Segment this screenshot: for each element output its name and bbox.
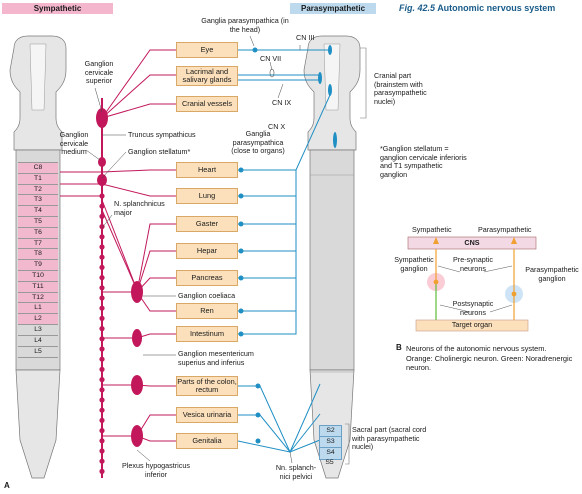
trunk-ganglion [99, 377, 105, 383]
trunk-ganglion [99, 264, 105, 270]
trunk-ganglion [99, 336, 105, 342]
label-stellatum-note: *Ganglion stellatum = ganglion cervicale… [380, 144, 467, 179]
organ-cranial-vessels: Cranial vessels [176, 96, 238, 112]
trunk-ganglion [99, 407, 105, 413]
label-ganglia-organs: Ganglia parasympathica (close to organs) [231, 129, 285, 156]
panel-b-schematic [407, 236, 537, 332]
parasympathetic-fibers [237, 49, 331, 454]
trunk-ganglion [99, 295, 105, 301]
label-cn3: CN III [296, 33, 315, 42]
trunk-ganglion [99, 315, 105, 321]
trunk-ganglion [99, 356, 105, 362]
trunk-ganglion [99, 326, 105, 332]
prevertebral-ganglia [131, 281, 143, 447]
sacral-S5: S5 [325, 459, 334, 466]
trunk-ganglion [99, 458, 105, 464]
parasympathetic-header: Parasympathetic [290, 3, 376, 14]
label-truncus-sympathicus: Truncus sympathicus [128, 130, 196, 139]
label-ganglion-coeliaca: Ganglion coeliaca [178, 291, 236, 300]
label-plexus-hypogastricus: Plexus hypogastricus inferior [122, 461, 190, 479]
trunk-ganglion [99, 244, 105, 250]
trunk-ganglion [99, 438, 105, 444]
trunk-ganglion [99, 213, 105, 219]
trunk-ganglion [99, 468, 105, 474]
panel-b-postsynaptic: Postsynaptic neurons [452, 299, 494, 317]
trunk-ganglion [99, 234, 105, 240]
organ-ren: Ren [176, 303, 238, 319]
figure-number: Fig. 42.5 [399, 3, 436, 13]
trunk-ganglion [99, 448, 105, 454]
trunk-ganglion [99, 254, 105, 260]
label-cn10: CN X [268, 122, 286, 131]
trunk-ganglion [99, 275, 105, 281]
parasympathetic-ganglia [238, 45, 337, 444]
trunk-ganglion [99, 417, 105, 423]
label-sacral-part: Sacral part (sacral cord with parasympat… [352, 425, 427, 452]
label-cn9: CN IX [272, 98, 292, 107]
organ-intestinum: Intestinum [176, 326, 238, 342]
sacral-S4: S4 [319, 447, 342, 460]
panel-b-target-organ: Target organ [451, 320, 493, 329]
sympathetic-header: Sympathetic [2, 3, 113, 14]
trunk-ganglia [99, 193, 105, 474]
trunk-ganglion [99, 428, 105, 434]
organ-lacrimal-salivary: Lacrimal and salivary glands [176, 66, 238, 86]
organ-vesica-urinaria: Vesica urinaria [176, 407, 238, 423]
label-cn7: CN VII [260, 54, 282, 63]
organ-colon-rectum: Parts of the colon, rectum [176, 376, 238, 396]
label-ganglion-stellatum: Ganglion stellatum* [128, 147, 191, 156]
panel-b-sympathetic-ganglion: Sympathetic ganglion [394, 255, 434, 273]
panel-b-sympathetic: Sympathetic [412, 225, 452, 234]
trunk-ganglion [99, 203, 105, 209]
trunk-ganglion [99, 387, 105, 393]
cn7-ganglion [269, 68, 275, 78]
leader-lines [85, 35, 301, 464]
organ-hepar: Hepar [176, 243, 238, 259]
trunk-ganglion [99, 397, 105, 403]
panel-b-parasympathetic: Parasympathetic [478, 225, 532, 234]
figure-title-text: Autonomic nervous system [437, 3, 556, 13]
label-ganglion-mesentericum: Ganglion mesentericum superius and infer… [178, 349, 254, 367]
vertebra-L5: L5 [18, 345, 58, 359]
panel-b-caption: Neurons of the autonomic nervous system.… [406, 344, 573, 373]
panel-a-letter: A [4, 481, 10, 490]
organ-gaster: Gaster [176, 216, 238, 232]
organ-genitalia: Genitalia [176, 433, 238, 449]
organ-pancreas: Pancreas [176, 270, 238, 286]
label-cranial-part: Cranial part (brainstem with parasympath… [374, 71, 427, 106]
organ-heart: Heart [176, 162, 238, 178]
label-ganglion-cervicale-superior: Ganglion cervicale superior [84, 59, 114, 86]
label-ganglia-head: Ganglia parasympathica (in the head) [201, 16, 289, 34]
figure-title: Fig. 42.5 Autonomic nervous system [399, 3, 555, 13]
trunk-ganglion [99, 366, 105, 372]
label-n-splanchnicus-major: N. splanchnicus major [114, 199, 165, 217]
panel-b-letter: B [396, 343, 402, 352]
label-ganglion-cervicale-medium: Ganglion cervicale medium [59, 130, 89, 157]
organ-lung: Lung [176, 188, 238, 204]
trunk-ganglion [99, 305, 105, 311]
panel-b-cns: CNS [464, 238, 480, 247]
panel-b-presynaptic: Pre-synaptic neurons [453, 255, 493, 273]
sympathetic-fibers [60, 49, 176, 442]
sacral-bracket [345, 47, 367, 465]
trunk-ganglion [99, 285, 105, 291]
right-spinal-cord [303, 35, 361, 479]
panel-b-parasympathetic-ganglion: Parasympathetic ganglion [525, 265, 579, 283]
trunk-ganglion [99, 346, 105, 352]
organ-eye: Eye [176, 42, 238, 58]
trunk-ganglion [99, 224, 105, 230]
label-nn-splanchnici-pelvici: Nn. splanch-nici pelvici [275, 463, 317, 481]
